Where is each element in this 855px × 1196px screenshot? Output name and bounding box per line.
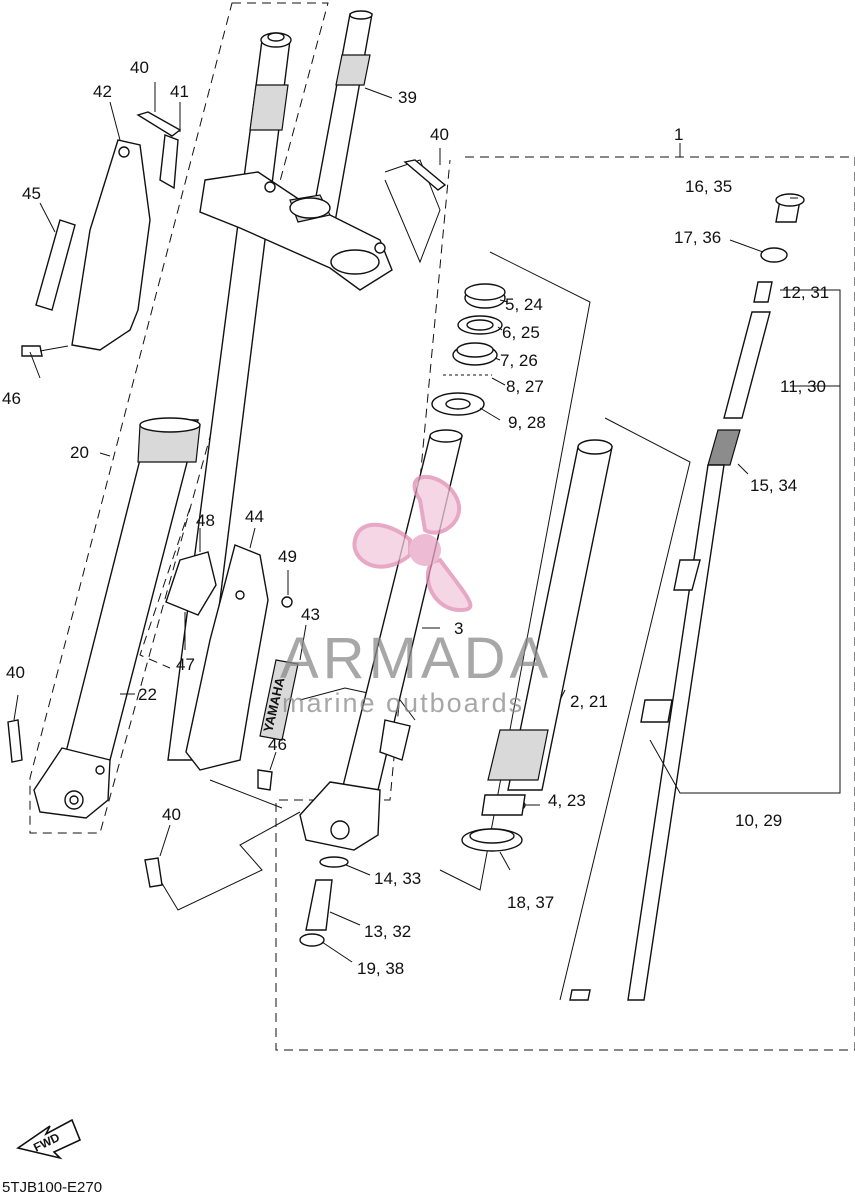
callout-12-31: 12, 31 [782,283,829,302]
watermark-tagline: marine outboards [282,688,524,718]
yamaha-decal-43 [259,659,299,741]
callout-22: 22 [138,685,157,704]
callout-18-37: 18, 37 [507,893,554,912]
watermark-propeller-logo [352,474,473,613]
bolt-40-d [144,857,163,888]
callout-5-24: 5, 24 [505,295,543,314]
callout-2-21: 2, 21 [570,692,608,711]
diagram-code: 5TJB100-E270 [2,1179,102,1196]
guard-bracket-48 [165,551,217,616]
callout-20: 20 [70,443,89,462]
callout-42: 42 [93,82,112,101]
callout-1: 1 [674,125,683,144]
watermark-brand: ARMADA [280,626,552,691]
spring-guide-11 [723,311,771,419]
callout-45: 45 [22,184,41,203]
callout-40-b: 40 [430,125,449,144]
bolt-46-right [257,769,273,791]
bolt-40-b [403,159,447,191]
left-axle-bracket [33,747,111,819]
callout-41: 41 [170,82,189,101]
bolt-46-left [21,345,43,357]
bolts [7,111,447,888]
callout-10-29: 10, 29 [735,811,782,830]
callout-46-b: 46 [268,735,287,754]
base-valve [299,856,349,947]
callout-40-c: 40 [6,663,25,682]
washer-17 [760,247,788,263]
fwd-arrow-icon [16,1118,82,1160]
callout-6-25: 6, 25 [502,323,540,342]
callout-16-35: 16, 35 [685,177,732,196]
left-fork-guard [21,139,151,357]
callout-4-23: 4, 23 [548,791,586,810]
cartridge-tube-10 [627,464,725,1001]
fork-guard-44 [185,544,269,771]
callout-17-36: 17, 36 [674,228,721,247]
callout-49: 49 [278,547,297,566]
callout-13-32: 13, 32 [364,922,411,941]
callout-3: 3 [454,619,463,638]
spring-15 [707,429,741,466]
callout-8-27: 8, 27 [506,377,544,396]
callout-15-34: 15, 34 [750,476,797,495]
assembly-boundaries [29,2,855,1051]
leader-lines [13,82,841,963]
washer-14 [319,856,349,868]
callout-40-d: 40 [162,805,181,824]
callout-44: 44 [245,507,264,526]
callout-39: 39 [398,88,417,107]
right-axle-bracket [299,781,381,851]
cap-12 [753,281,773,303]
callout-labels: 1 2, 21 3 4, 23 5, 24 6, 25 7, 26 8, 27 … [2,58,829,978]
callout-46-a: 46 [2,389,21,408]
callout-43: 43 [301,605,320,624]
callout-11-30: 11, 30 [780,377,826,396]
callout-48: 48 [196,511,215,530]
clamp-41 [159,134,179,190]
callout-9-28: 9, 28 [508,413,546,432]
fwd-arrow: FWD [16,1118,82,1160]
fork-guard-42 [71,139,151,351]
bolt-40-c [7,719,23,763]
bolt-13 [305,879,333,931]
washer-19 [299,933,325,947]
seal-stack [431,283,506,416]
callout-40-a: 40 [130,58,149,77]
callout-14-33: 14, 33 [374,869,421,888]
bolt-40-a [136,111,182,137]
nut-49 [281,596,293,608]
lower-fork-guard: YAMAHA [165,544,299,791]
watermark: ARMADA marine outboards [280,474,552,718]
damper-cartridge [569,193,805,1001]
guard-strip-45 [35,219,76,311]
callout-7-26: 7, 26 [500,351,538,370]
inner-tube-assembly [461,439,613,852]
callout-19-38: 19, 38 [357,959,404,978]
callout-47: 47 [176,655,195,674]
